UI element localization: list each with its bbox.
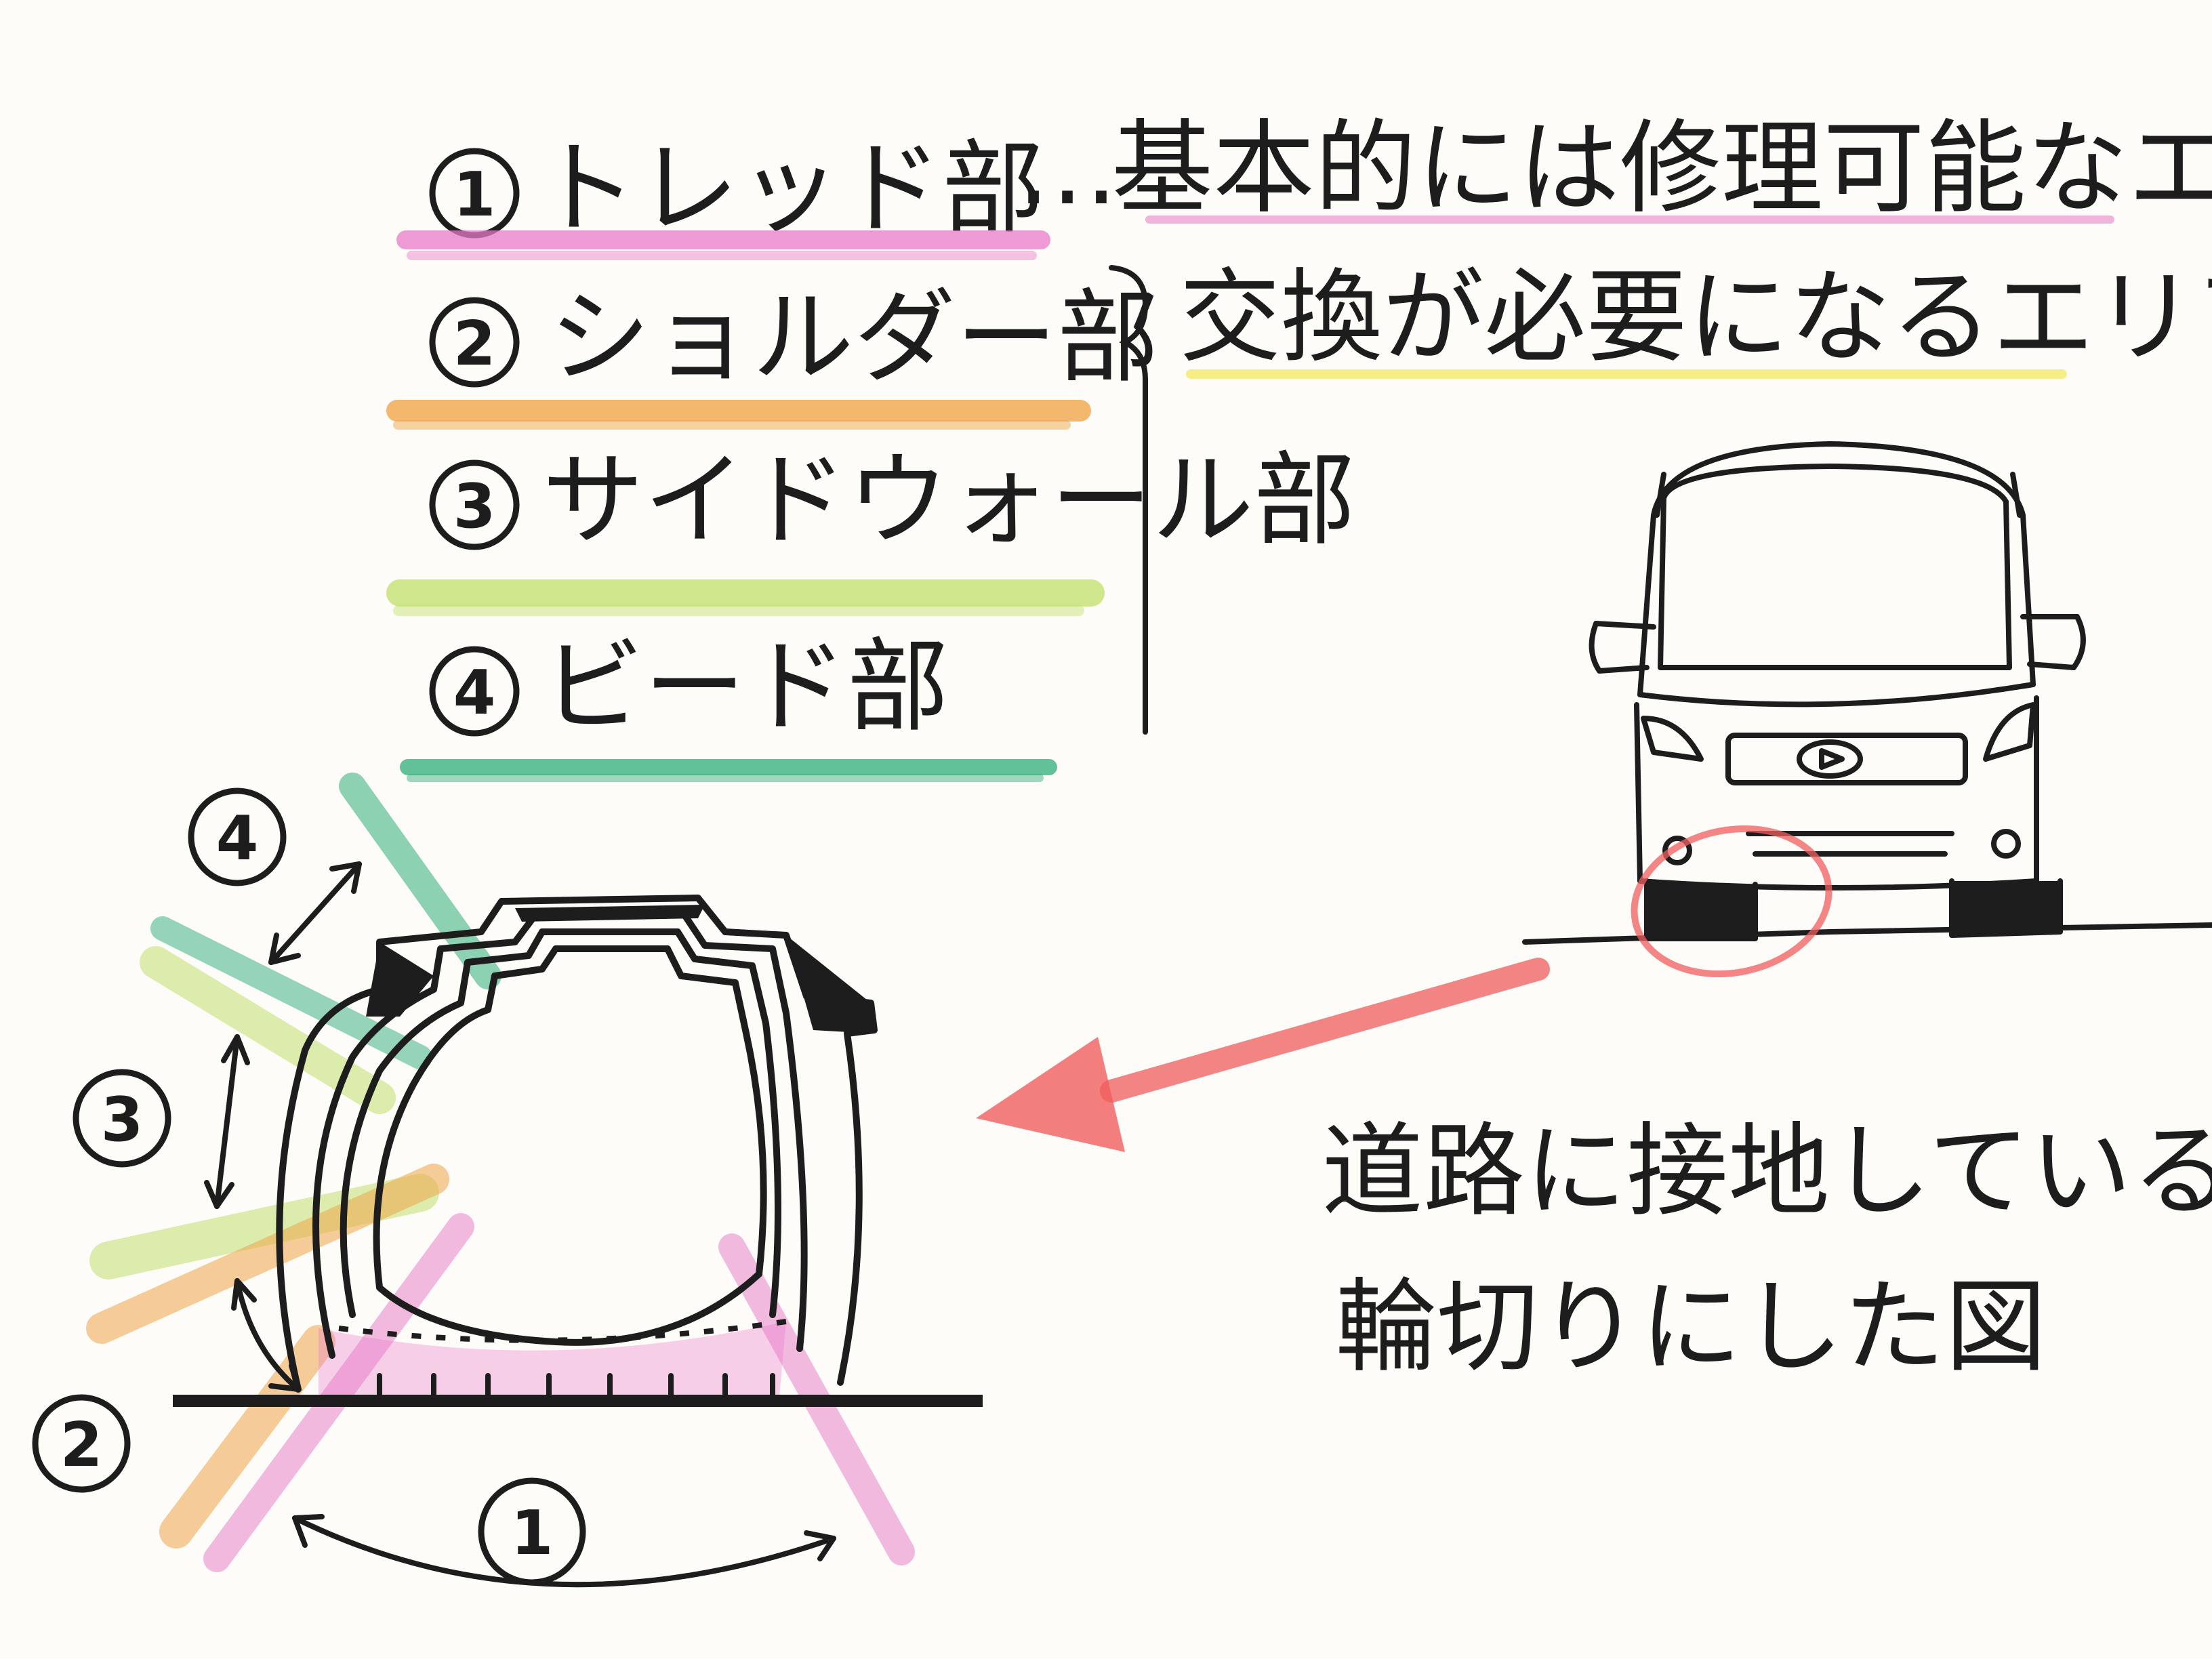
- tire-cross-section-icon: 4 3 2 1: [32, 773, 983, 1588]
- shoulder-highlight: [386, 400, 1091, 422]
- label-bead: 4: [188, 787, 287, 886]
- replace-text: 交換が必要になるエリア: [1179, 259, 2212, 377]
- repairable-note: … 基本的には修理可能なエリア: [1017, 110, 2212, 228]
- legend-item-bead: 4 ビード部: [400, 628, 1057, 782]
- legend-item-tread: 1 トレッド部: [396, 130, 1050, 260]
- repairable-ellipsis: …: [1017, 110, 1118, 228]
- road-line: [173, 1395, 983, 1407]
- legend-label-tread: トレッド部: [535, 130, 1044, 248]
- bead-highlight: [400, 759, 1057, 775]
- repairable-underline: [1145, 216, 2114, 224]
- caption-line2: 輪切りにした図: [1335, 1269, 2047, 1387]
- label-tread: 1: [478, 1477, 586, 1586]
- legend-num-1: 1: [453, 159, 496, 230]
- svg-text:1: 1: [511, 1498, 554, 1569]
- svg-text:2: 2: [60, 1410, 103, 1481]
- replace-underline: [1186, 369, 2067, 379]
- legend: 1 トレッド部 2 ショルダー部 3 サイドウォール部 4 ビード部: [386, 110, 2212, 782]
- legend-num-2: 2: [453, 308, 496, 380]
- svg-text:3: 3: [101, 1084, 144, 1155]
- caption-line1: 道路に接地しているところを: [1322, 1113, 2212, 1231]
- legend-label-shoulder: ショルダー部: [549, 279, 1159, 397]
- legend-item-shoulder: 2 ショルダー部: [386, 279, 1159, 430]
- legend-label-bead: ビード部: [542, 628, 949, 746]
- label-shoulder: 2: [32, 1394, 131, 1493]
- legend-item-sidewall: 3 サイドウォール部: [386, 442, 1355, 616]
- legend-num-3: 3: [453, 471, 496, 542]
- tread-zone-stroke: [203, 1213, 474, 1572]
- svg-text:4: 4: [216, 803, 259, 874]
- legend-num-4: 4: [453, 657, 496, 729]
- caption: 道路に接地しているところを 輪切りにした図: [1322, 1113, 2212, 1387]
- legend-label-sidewall: サイドウォール部: [542, 442, 1355, 560]
- repairable-text: 基本的には修理可能なエリア: [1111, 110, 2212, 228]
- car-front-icon: [1522, 441, 2212, 945]
- label-sidewall: 3: [73, 1069, 171, 1168]
- tread-highlight: [396, 230, 1050, 249]
- grouping-brace: [1109, 265, 1149, 735]
- replace-note: 交換が必要になるエリア: [1179, 259, 2212, 379]
- arrow-left-icon: [976, 958, 1550, 1152]
- contact-highlight-circle: [1631, 825, 1832, 978]
- sidewall-highlight: [386, 579, 1105, 607]
